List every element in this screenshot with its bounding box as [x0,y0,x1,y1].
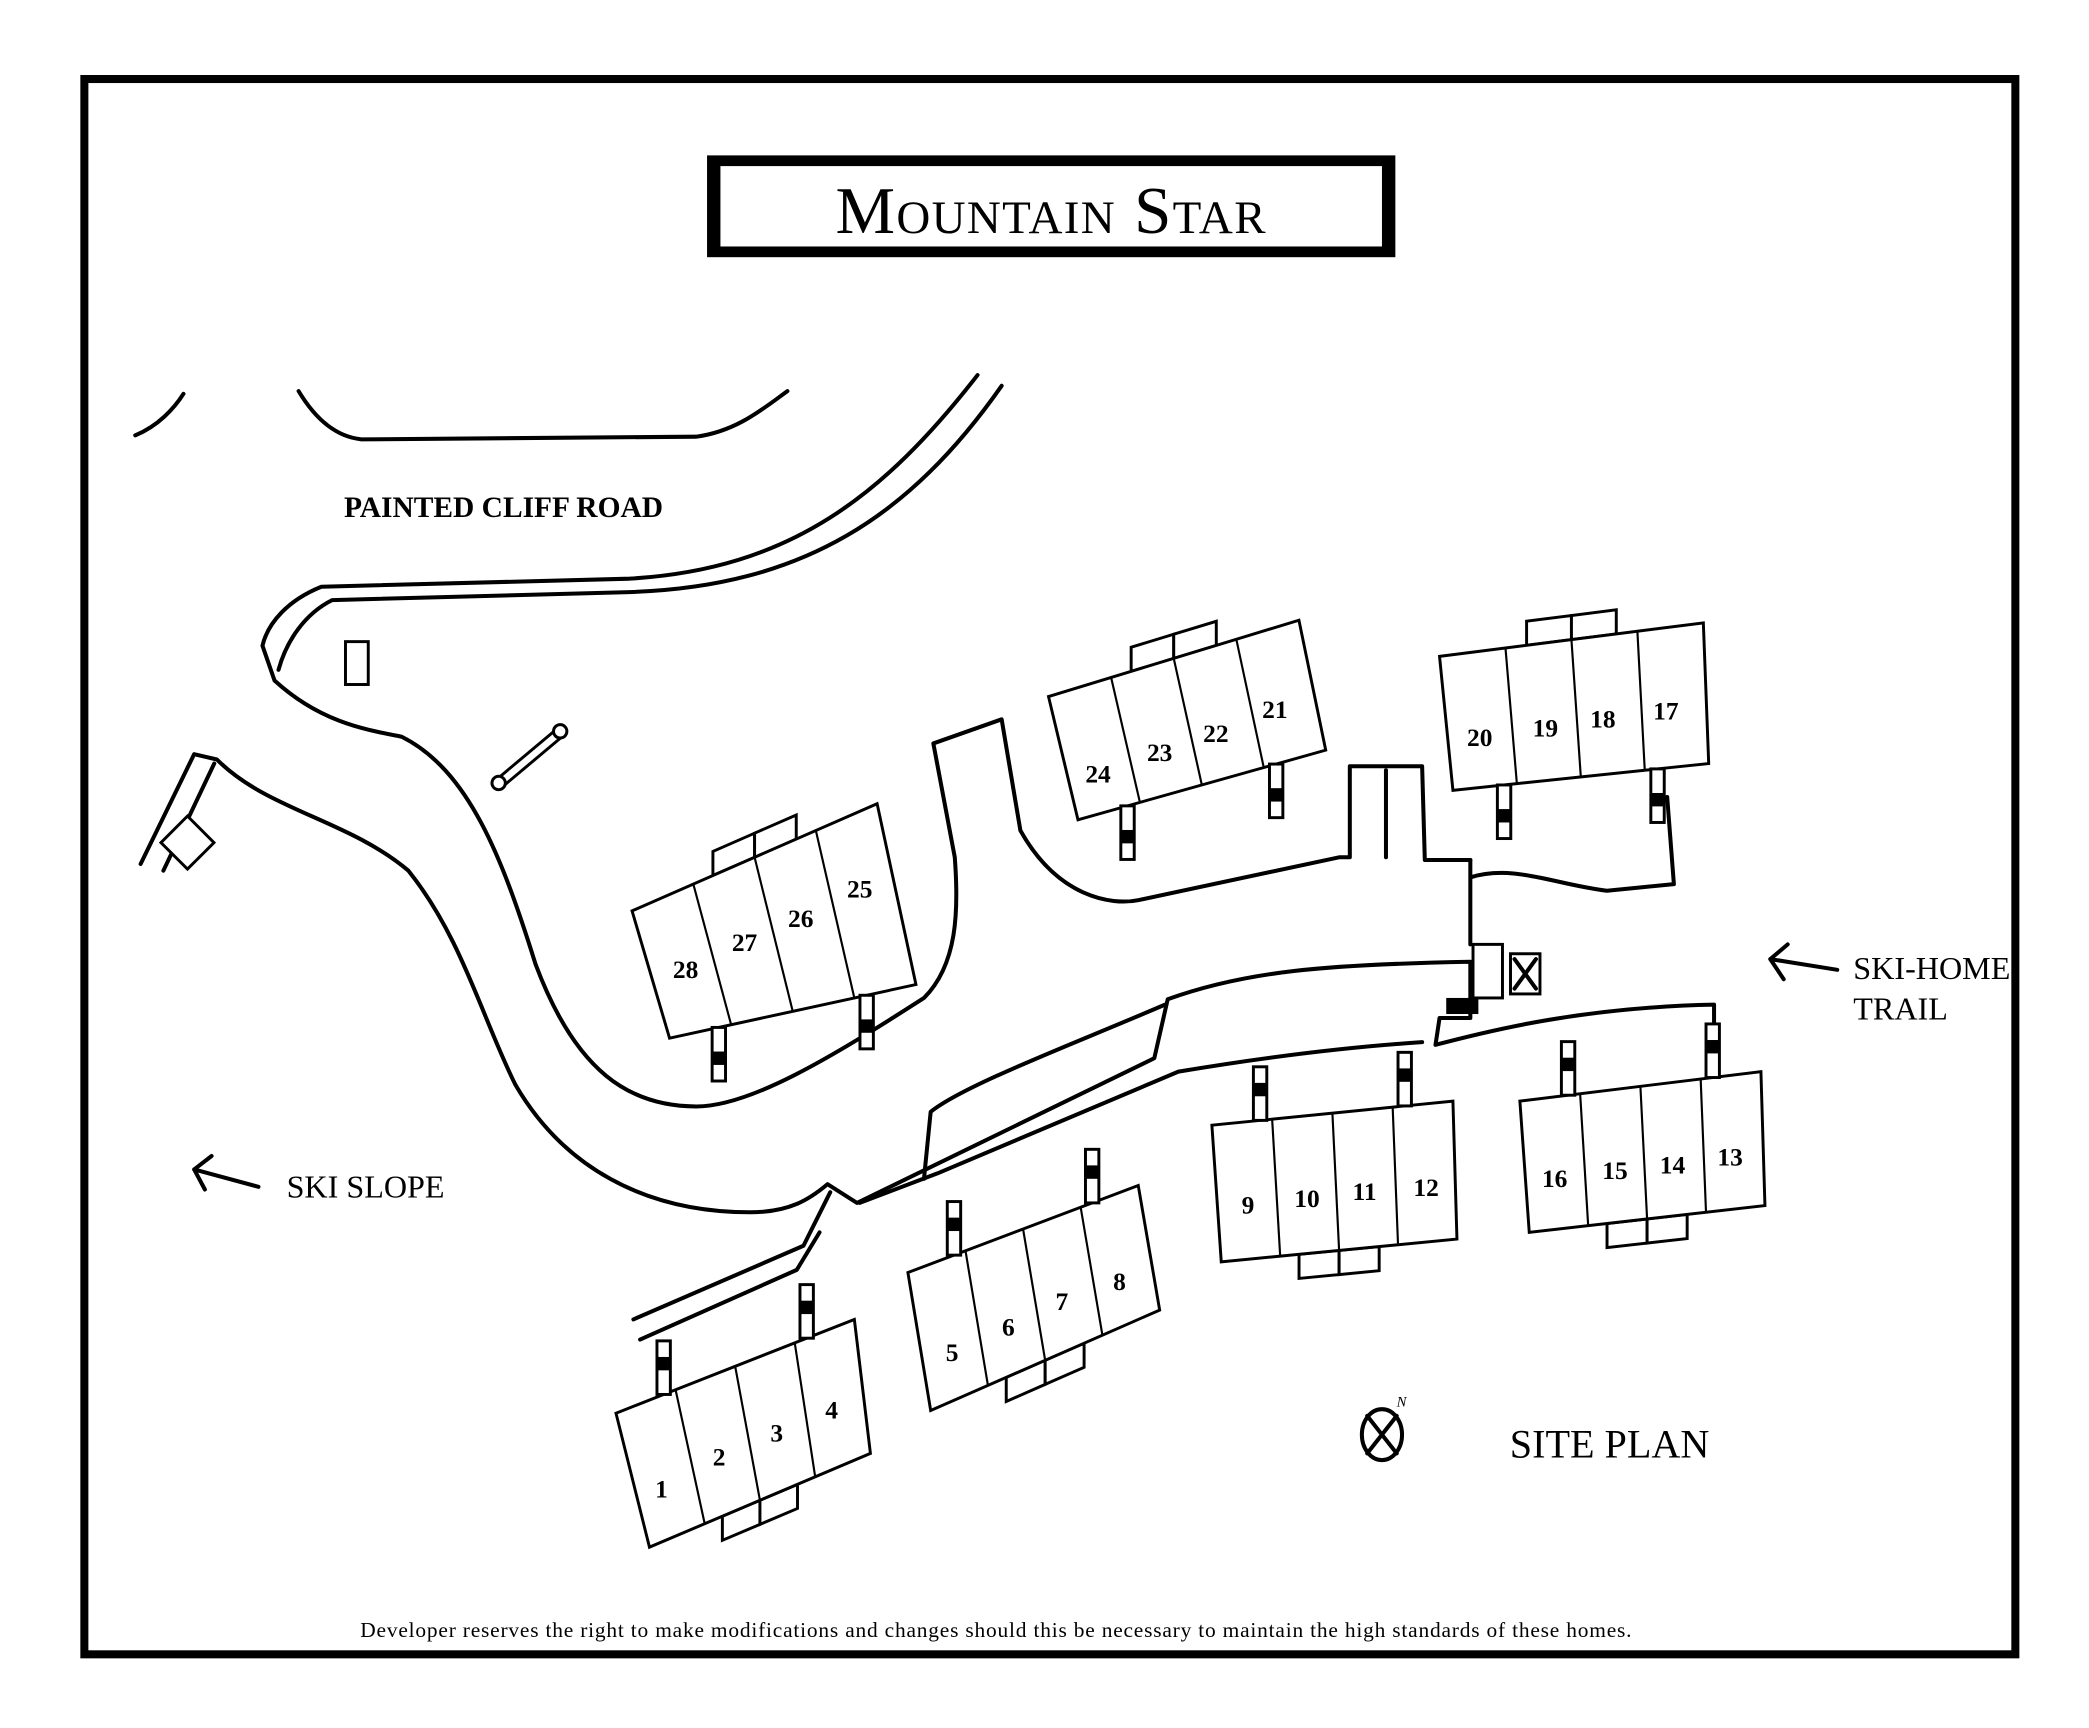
unit-divider [1579,1093,1590,1226]
arrow-left-icon [192,1154,261,1192]
unit-label: 23 [1147,738,1172,767]
unit-label: 8 [1113,1267,1126,1296]
entry-marker [656,1356,671,1371]
unit-label: 6 [1002,1313,1015,1342]
building-2: 5 6 7 8 [906,1147,1162,1413]
north-label: N [1396,1395,1408,1411]
ski-home-trail-marker: SKI-HOME TRAIL [1768,942,2010,1026]
unit-divider [1699,1078,1708,1213]
title: Mountain Star [835,174,1266,248]
painted-cliff-road [260,373,1473,1109]
unit-label: 10 [1294,1184,1319,1213]
unit-divider [753,857,794,1012]
building-outline [630,801,918,1040]
unit-divider [1636,631,1646,771]
unit-label: 19 [1533,714,1558,743]
entry-marker [1497,809,1511,823]
unit-label: 17 [1653,696,1679,725]
unit-label: 27 [732,928,758,957]
compass-icon [1359,1407,1405,1463]
ski-home-label-2: TRAIL [1853,990,1948,1026]
entry-marker [799,1300,814,1315]
unit-label: 12 [1413,1173,1438,1202]
unit-label: 25 [847,874,872,903]
building-7: 25 26 27 28 [630,801,918,1083]
entry-marker [1706,1040,1720,1054]
unit-divider [1022,1228,1047,1361]
unit-divider [674,1389,706,1524]
unit-divider [734,1366,761,1501]
unit-label: 5 [946,1338,959,1367]
entry-marker [859,1019,874,1033]
unit-label: 9 [1242,1191,1255,1220]
unit-label: 16 [1542,1164,1567,1193]
entry-marker [1253,1082,1267,1097]
unit-divider [1504,647,1518,784]
entry-marker [1269,788,1283,802]
entry-marker [1650,793,1665,807]
unit-label: 21 [1262,695,1287,724]
building-outline [614,1317,873,1550]
north-compass: N [1359,1395,1408,1463]
unit-divider [1172,658,1203,786]
building-1: 1 2 3 4 [614,1283,873,1550]
unit-divider [1079,1207,1104,1336]
roads [133,373,1717,1342]
unit-label: 26 [788,904,813,933]
ski-slope-marker: SKI SLOPE [192,1154,445,1205]
unit-label: 24 [1085,759,1111,788]
unit-label: 7 [1056,1287,1069,1316]
unit-label: 22 [1203,719,1228,748]
unit-divider [1271,1119,1282,1257]
unit-label: 3 [770,1418,783,1447]
small-structure [158,813,217,872]
pool-feature [490,723,569,792]
unit-divider [1639,1086,1649,1220]
unit-label: 18 [1590,704,1615,733]
building-4: 13 14 15 16 [1518,1022,1767,1250]
unit-label: 14 [1660,1150,1686,1179]
unit-label: 2 [713,1442,726,1471]
unit-label: 11 [1353,1177,1377,1206]
unit-label: 4 [825,1396,838,1425]
unit-label: 28 [673,955,698,984]
ski-home-label-1: SKI-HOME [1853,950,2010,986]
unit-divider [793,1342,817,1477]
parking-structure [344,640,370,686]
disclaimer: Developer reserves the right to make mod… [360,1618,1632,1642]
unit-label: 1 [655,1475,668,1504]
site-plan-label: SITE PLAN [1510,1421,1710,1466]
building-3: 9 10 11 12 [1210,1050,1459,1281]
entry-marker [947,1217,961,1232]
entry-marker [1398,1068,1412,1082]
unit-label: 20 [1467,723,1492,752]
unit-label: 15 [1602,1156,1627,1185]
entry-marker [1085,1165,1099,1179]
building-6: 21 22 23 24 [1046,618,1328,861]
outer-frame [80,75,2020,1659]
unit-divider [814,830,856,999]
unit-divider [1110,677,1141,803]
unit-divider [1570,639,1582,778]
unit-divider [1391,1107,1400,1245]
entry-marker [712,1051,726,1065]
unit-divider [1235,639,1265,768]
road-label: PAINTED CLIFF ROAD [344,492,663,524]
unit-divider [1331,1113,1341,1251]
ski-slope-label: SKI SLOPE [287,1169,445,1205]
building-5: 17 18 19 20 [1437,608,1711,841]
arrow-left-icon [1768,942,1840,982]
unit-divider [964,1250,989,1386]
entry-marker [1120,829,1135,844]
title-box: Mountain Star [707,155,1396,258]
unit-divider [692,883,733,1026]
entry-marker [1561,1057,1575,1072]
unit-label: 13 [1717,1142,1742,1171]
